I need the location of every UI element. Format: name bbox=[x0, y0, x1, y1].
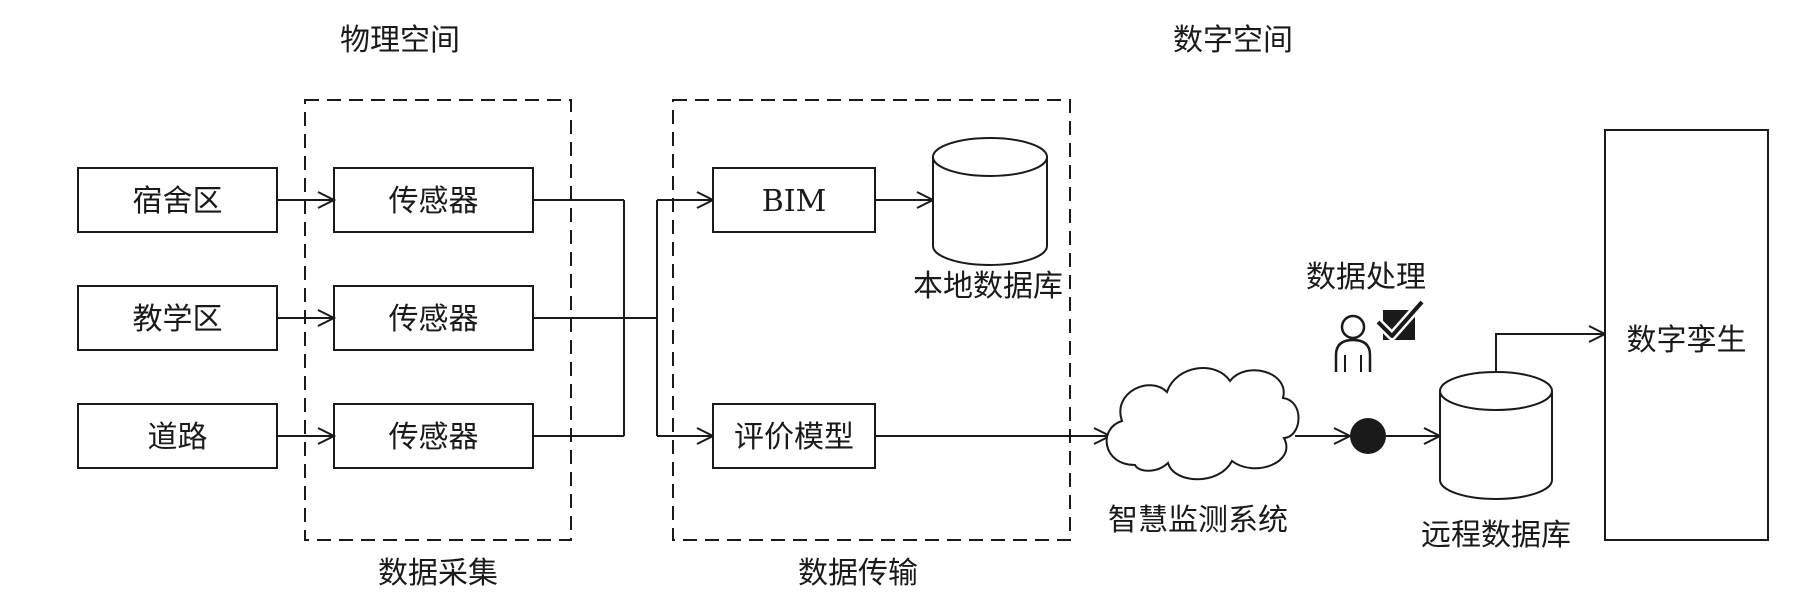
sensor-node-1: 传感器 bbox=[333, 167, 534, 233]
source-to-sensor-arrows bbox=[277, 191, 337, 445]
physical-space-heading: 物理空间 bbox=[340, 23, 460, 58]
teaching-area-box bbox=[77, 285, 278, 351]
sensor-merge-bus bbox=[533, 191, 716, 445]
arrowhead bbox=[317, 191, 337, 209]
teaching-area-label: 教学区 bbox=[133, 302, 223, 337]
digital-space-heading: 数字空间 bbox=[1173, 23, 1293, 58]
dormitory-area-label: 宿舍区 bbox=[133, 184, 223, 219]
database-to-twin-line bbox=[1495, 333, 1605, 372]
dormitory-area-node: 宿舍区 bbox=[77, 167, 278, 233]
local-database-icon bbox=[932, 137, 1048, 266]
arrowhead bbox=[317, 427, 337, 445]
sensor-node-3: 传感器 bbox=[333, 403, 534, 469]
local-database-body bbox=[932, 157, 1048, 266]
data-collection-group bbox=[304, 99, 572, 541]
processing-node-dot bbox=[1350, 418, 1386, 454]
sensor-box-1 bbox=[333, 167, 534, 233]
data-transmission-group bbox=[672, 99, 1071, 541]
data-processing-label: 数据处理 bbox=[1306, 260, 1426, 295]
sensor-label-1: 传感器 bbox=[389, 184, 479, 219]
bim-box bbox=[712, 167, 876, 233]
arrowhead bbox=[317, 309, 337, 327]
data-collection-label: 数据采集 bbox=[378, 556, 498, 591]
user-head bbox=[1340, 314, 1366, 340]
evaluation-model-label: 评价模型 bbox=[734, 420, 854, 455]
teaching-area-node: 教学区 bbox=[77, 285, 278, 351]
cloud-icon bbox=[1105, 367, 1300, 481]
sensor-box-3 bbox=[333, 403, 534, 469]
sensor-label-2: 传感器 bbox=[389, 302, 479, 337]
digital-twin-node: 数字孪生 bbox=[1604, 129, 1769, 541]
road-label: 道路 bbox=[148, 420, 208, 455]
road-box bbox=[77, 403, 278, 469]
bim-label: BIM bbox=[762, 184, 827, 219]
digital-twin-label: 数字孪生 bbox=[1627, 323, 1747, 358]
road-node: 道路 bbox=[77, 403, 278, 469]
monitoring-system-label: 智慧监测系统 bbox=[1108, 503, 1288, 538]
sensor-node-2: 传感器 bbox=[333, 285, 534, 351]
user-icon bbox=[1334, 314, 1372, 372]
checkbox-checked-icon bbox=[1374, 299, 1426, 341]
bim-node: BIM bbox=[712, 167, 876, 233]
data-transmission-label: 数据传输 bbox=[798, 556, 918, 591]
remote-database-icon bbox=[1439, 371, 1553, 500]
digital-twin-box bbox=[1604, 129, 1769, 541]
sensor-label-3: 传感器 bbox=[389, 420, 479, 455]
local-database-label: 本地数据库 bbox=[913, 269, 1063, 304]
evaluation-model-node: 评价模型 bbox=[712, 403, 876, 469]
remote-database-top bbox=[1439, 371, 1553, 411]
remote-database-label: 远程数据库 bbox=[1421, 518, 1571, 553]
check-mark-inner bbox=[1376, 300, 1424, 338]
user-body bbox=[1334, 338, 1372, 372]
remote-database-body bbox=[1439, 391, 1553, 500]
local-database-top bbox=[932, 137, 1048, 177]
